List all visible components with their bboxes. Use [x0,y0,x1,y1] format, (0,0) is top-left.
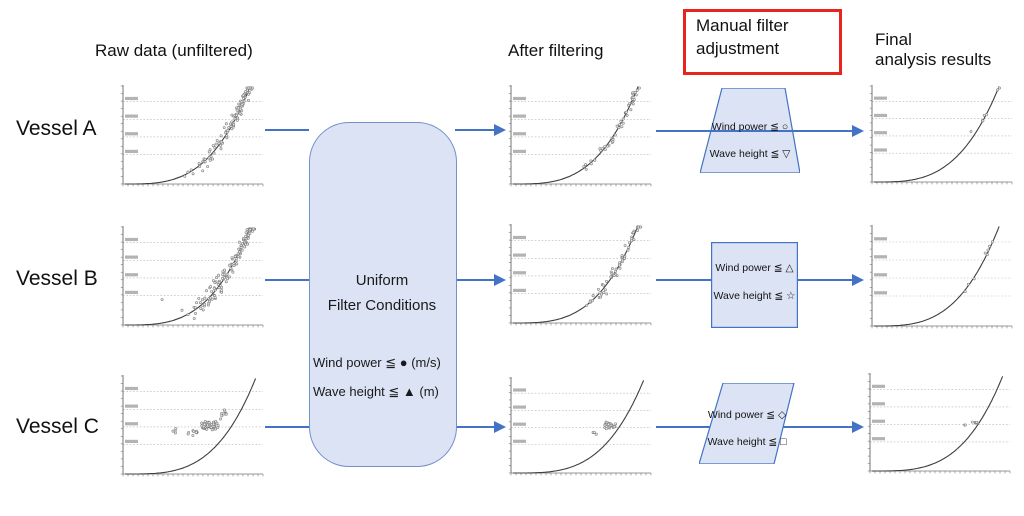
arrowhead-filtered-c [494,421,506,433]
scatter-plot-filtered-vessel-b [508,224,652,326]
column-header-manual-filter-line2: adjustment [696,38,780,58]
scatter-plot-final-vessel-a [869,85,1013,185]
uniform-filter-conditions-box [309,122,457,467]
uniform-condition-wind-power: Wind power ≦ ● (m/s) [313,355,441,370]
vessel-c-label: Vessel C [16,415,99,438]
filter-c-wave-height: Wave height ≦ □ [707,436,787,448]
scatter-plot-final-vessel-c [867,373,1011,474]
arrowhead-final-a [852,125,864,137]
scatter-plot-raw-vessel-a [120,85,264,187]
arrow-uniform-to-filtered-c [455,426,495,428]
filter-c-wind-power: Wind power ≦ ◇ [707,409,787,421]
arrow-raw-c-to-uniform [265,426,309,428]
column-header-manual-filter-line1: Manual filter [696,16,789,35]
filter-a-wind-power: Wind power ≦ ○ [711,121,789,133]
scatter-plot-raw-vessel-b [120,226,264,328]
filter-a-wave-height: Wave height ≦ ▽ [709,148,791,160]
scatter-plot-filtered-vessel-a [508,85,652,187]
arrow-raw-b-to-uniform [265,279,309,281]
manual-filter-adjustment-callout: Manual filter adjustment [683,9,842,75]
arrowhead-final-c [852,421,864,433]
uniform-box-title-line2: Filter Conditions [327,297,437,314]
column-header-after-filtering: After filtering [508,41,604,60]
arrowhead-final-b [852,274,864,286]
arrowhead-filtered-a [494,124,506,136]
arrow-filtered-a-to-final [656,130,854,132]
vessel-a-label: Vessel A [16,117,97,140]
arrowhead-filtered-b [494,274,506,286]
arrow-uniform-to-filtered-b [455,279,495,281]
scatter-plot-final-vessel-b [869,225,1013,329]
column-header-final-results: Final analysis results [875,30,991,69]
filter-b-wave-height: Wave height ≦ ☆ [713,290,796,302]
filter-b-wind-power: Wind power ≦ △ [715,262,794,274]
uniform-box-title-line1: Uniform [355,272,409,289]
arrow-raw-a-to-uniform [265,129,309,131]
column-header-final-line1: Final [875,30,912,49]
scatter-plot-filtered-vessel-c [508,377,652,476]
manual-filter-shape-vessel-c [699,383,795,464]
vessel-b-label: Vessel B [16,267,98,290]
column-header-final-line2: analysis results [875,49,992,69]
column-header-raw-data: Raw data (unfiltered) [95,41,253,60]
manual-filter-shape-vessel-b [711,242,798,328]
scatter-plot-raw-vessel-c [120,375,264,477]
uniform-condition-wave-height: Wave height ≦ ▲ (m) [313,384,439,399]
arrow-uniform-to-filtered-a [455,129,495,131]
